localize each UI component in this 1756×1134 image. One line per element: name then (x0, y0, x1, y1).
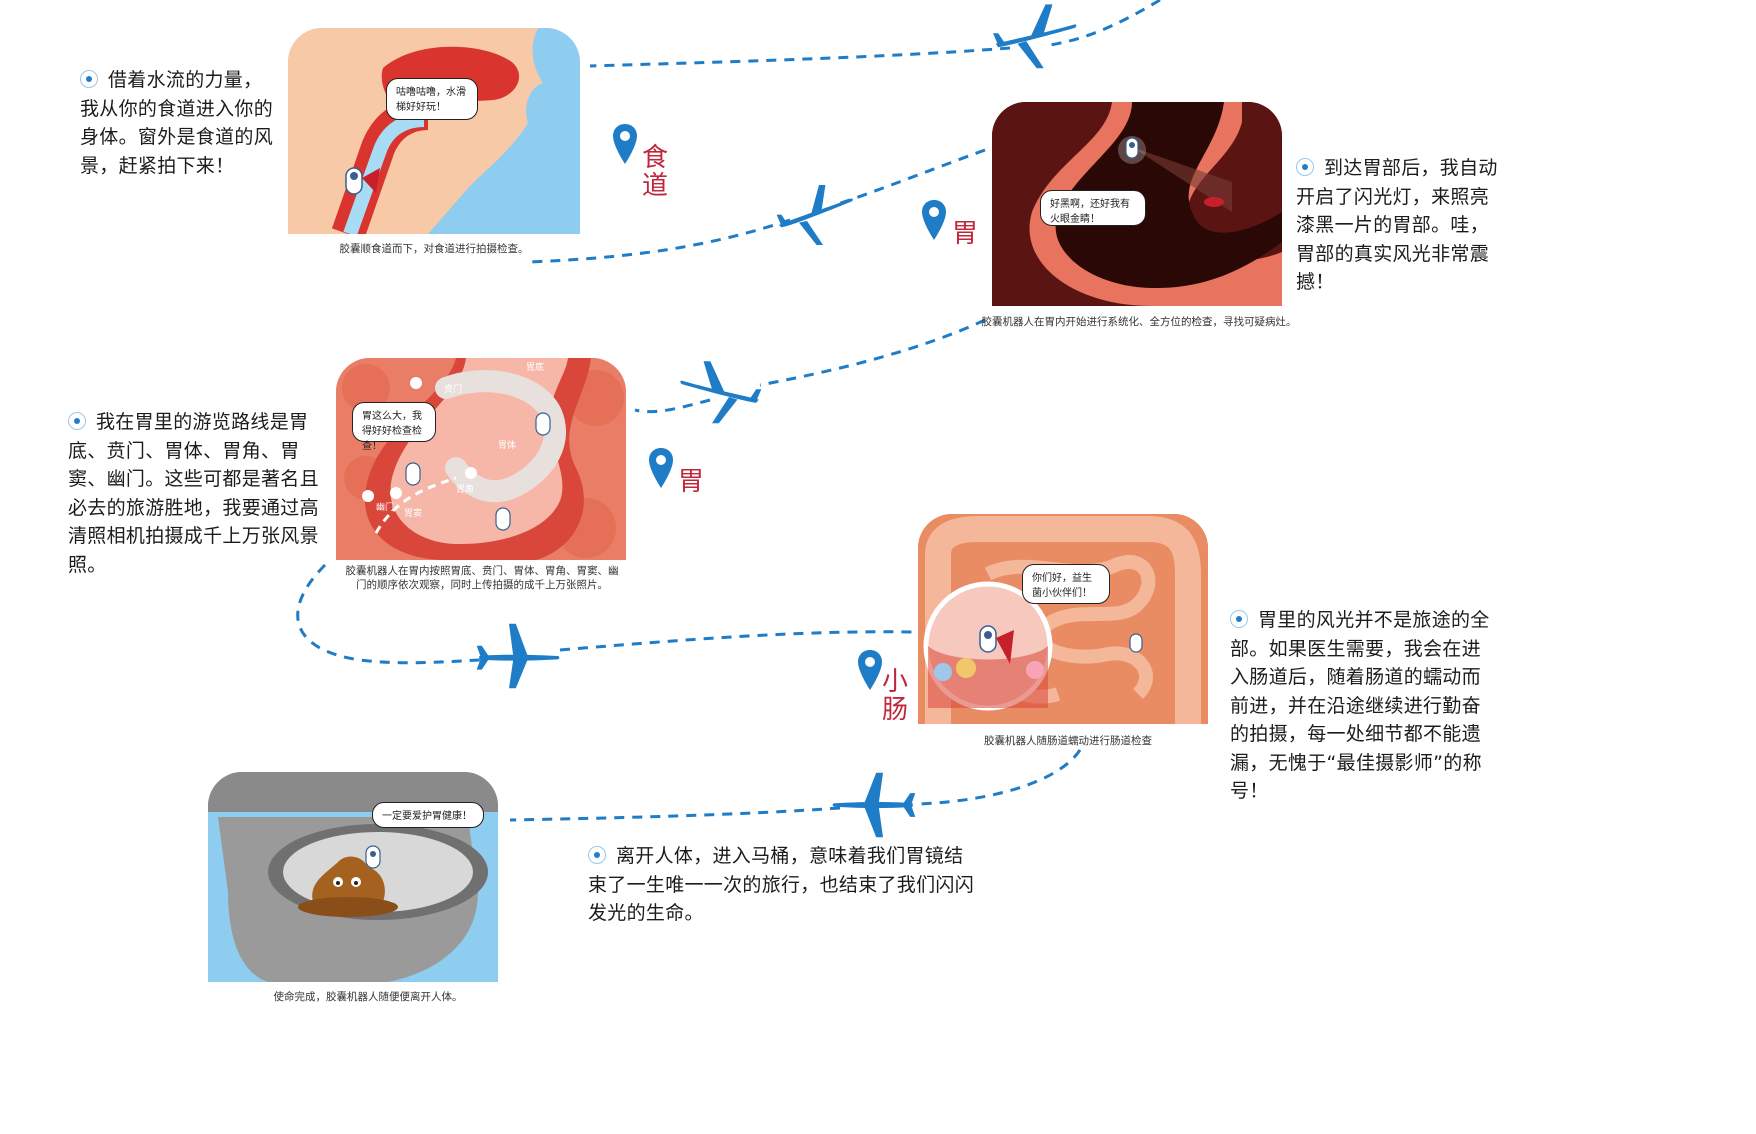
airplane-icon (832, 772, 916, 838)
bullet-dot-icon (1296, 158, 1314, 176)
location-label-stomach-2: 胃 (678, 467, 705, 497)
location-pin-icon (858, 650, 882, 690)
esophagus-speech-bubble: 咕噜咕噜，水滑梯好好玩！ (386, 78, 478, 120)
stomach-part-label-cardia: 贲门 (444, 385, 463, 395)
esophagus-caption: 胶囊顺食道而下，对食道进行拍摄检查。 (339, 243, 529, 255)
airplane-icon (776, 185, 853, 245)
toilet-caption: 使命完成，胶囊机器人随便便离开人体。 (273, 991, 463, 1003)
location-label-stomach: 胃 (952, 219, 979, 249)
intestine-text: 胃里的风光并不是旅途的全部。如果医生需要，我会在进入肠道后，随着肠道的蠕动而前进… (1230, 609, 1490, 802)
location-pin-icon (922, 200, 946, 240)
bullet-dot-icon (588, 846, 606, 864)
toilet-text: 离开人体，进入马桶，意味着我们胃镜结束了一生唯一一次的旅行，也结束了我们闪闪发光… (588, 845, 975, 924)
stomach-part-label-body: 胃体 (498, 441, 517, 451)
location-pin-icon (649, 448, 673, 488)
capsule-robot-icon (1125, 137, 1139, 159)
stomach-route-panel: 胃底 贲门 胃体 胃角 幽门 胃窦 (336, 358, 626, 560)
intestine-panel (918, 514, 1208, 724)
stomach-part-label-angle: 胃角 (456, 485, 475, 495)
stomach-route-caption: 胶囊机器人在胃内按照胃底、贲门、胃体、胃角、胃窦、幽门的顺序依次观察，同时上传拍… (345, 565, 619, 591)
stomach-part-label-pylorus: 幽门 (376, 503, 395, 513)
intestine-caption: 胶囊机器人随肠道蠕动进行肠道检查 (984, 735, 1152, 747)
esophagus-text: 借着水流的力量，我从你的食道进入你的身体。窗外是食道的风景，赶紧拍下来！ (80, 69, 274, 177)
bullet-dot-icon (1230, 610, 1248, 628)
capsule-robot-icon (345, 167, 380, 195)
stomach-part-label-antrum: 胃窦 (404, 509, 423, 519)
toilet-illustration (208, 772, 498, 982)
airplane-icon (993, 4, 1077, 69)
capsule-robot-icon (979, 625, 1014, 664)
capsule-robot-icon (405, 412, 551, 531)
location-label-intestine: 小肠 (882, 667, 909, 725)
bullet-dot-icon (68, 412, 86, 430)
location-label-esophagus: 食道 (642, 143, 669, 201)
airplane-icon (476, 623, 560, 689)
stomach-part-label-fundus: 胃底 (526, 363, 545, 373)
esophagus-illustration (288, 28, 543, 234)
stomach-dark-text: 到达胃部后，我自动开启了闪光灯，来照亮漆黑一片的胃部。哇，胃部的真实风光非常震撼… (1296, 157, 1498, 293)
airplane-icon (680, 361, 762, 424)
stomach-route-text: 我在胃里的游览路线是胃底、贲门、胃体、胃角、胃窦、幽门。这些可都是著名且必去的旅… (68, 411, 319, 576)
stomach-route-illustration (336, 358, 626, 560)
stomach-dark-caption: 胶囊机器人在胃内开始进行系统化、全方位的检查，寻找可疑病灶。 (981, 316, 1297, 328)
intestine-illustration (918, 514, 1208, 724)
bullet-dot-icon (80, 70, 98, 88)
stomach-dark-speech-bubble: 好黑啊，还好我有火眼金睛！ (1040, 190, 1146, 226)
toilet-panel (208, 772, 498, 982)
capsule-robot-icon (365, 845, 381, 869)
stomach-route-speech-bubble: 胃这么大，我得好好检查检查！ (352, 402, 436, 452)
location-pin-icon (613, 124, 637, 164)
toilet-speech-bubble: 一定要爱护胃健康！ (372, 802, 484, 828)
intestine-speech-bubble: 你们好，益生菌小伙伴们！ (1022, 564, 1110, 604)
esophagus-panel (288, 28, 580, 234)
